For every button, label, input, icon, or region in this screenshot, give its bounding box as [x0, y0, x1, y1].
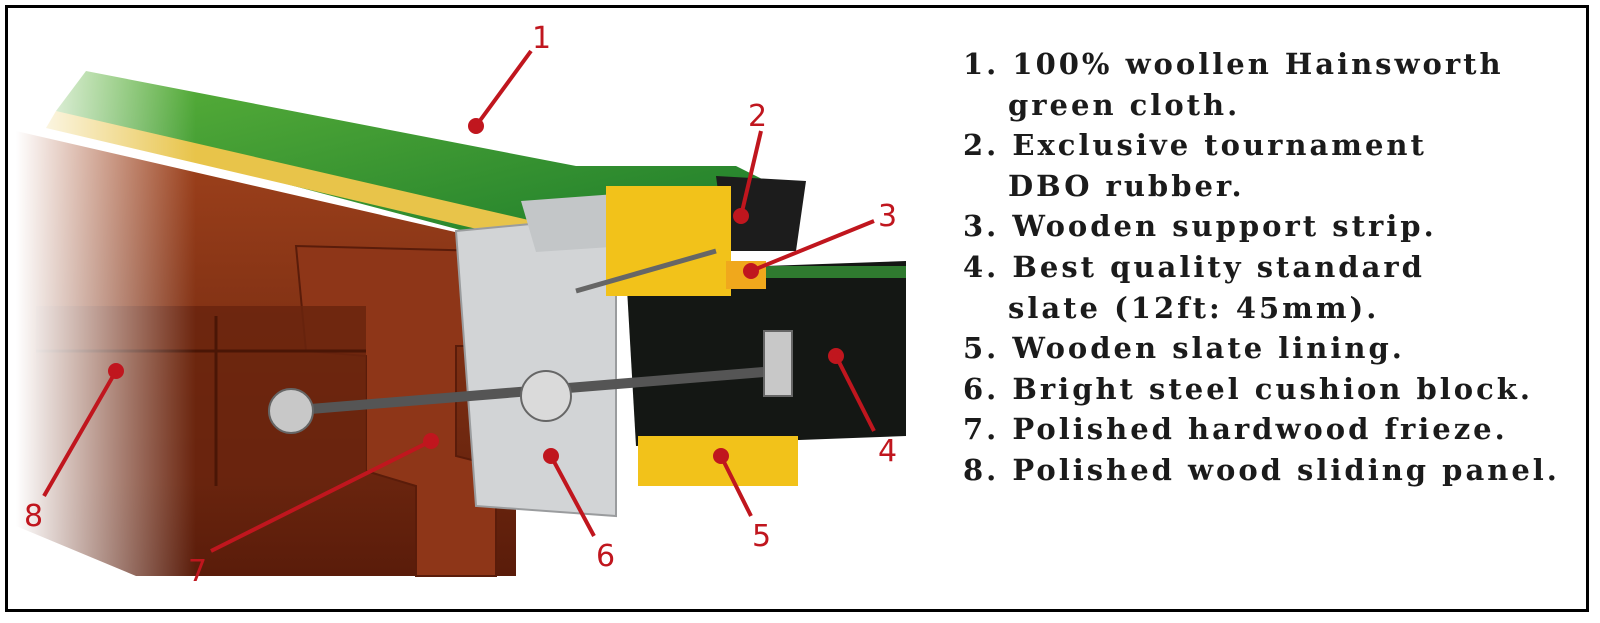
callout-4: 4: [878, 434, 897, 469]
legend-item-number: 7.: [963, 412, 1000, 447]
legend-item-text-continued: green cloth.: [1008, 87, 1241, 122]
bolt-head-middle: [520, 370, 572, 422]
legend-item-4: 4. Best quality standard slate (12ft: 45…: [963, 247, 1560, 328]
legend-item-text-continued: DBO rubber.: [1008, 168, 1245, 203]
callout-2: 2: [748, 99, 767, 134]
legend-item-8: 8. Polished wood sliding panel.: [963, 450, 1560, 491]
legend-list: 1. 100% woollen Hainsworth green cloth. …: [963, 44, 1560, 491]
callout-6: 6: [596, 539, 615, 574]
legend-item-number: 8.: [963, 452, 1000, 487]
legend-item-number: 5.: [963, 331, 1000, 366]
callout-7: 7: [188, 554, 207, 589]
callout-1: 1: [532, 21, 551, 56]
legend-item-3: 3. Wooden support strip.: [963, 206, 1560, 247]
legend-item-text: Best quality standard: [1012, 249, 1425, 284]
legend-item-text: Polished hardwood frieze.: [1012, 412, 1508, 447]
legend-item-5: 5. Wooden slate lining.: [963, 328, 1560, 369]
legend-item-text-continued: slate (12ft: 45mm).: [1008, 290, 1380, 325]
legend-item-number: 6.: [963, 371, 1000, 406]
legend-item-6: 6. Bright steel cushion block.: [963, 369, 1560, 410]
legend-item-text: Bright steel cushion block.: [1012, 371, 1533, 406]
steel-block: [454, 214, 617, 518]
legend-item-2: 2. Exclusive tournament DBO rubber.: [963, 125, 1560, 206]
legend-item-text: Wooden support strip.: [1012, 209, 1437, 244]
callout-5: 5: [752, 519, 771, 554]
legend-item-text: Polished wood sliding panel.: [1012, 452, 1560, 487]
legend-item-1: 1. 100% woollen Hainsworth green cloth.: [963, 44, 1560, 125]
legend-item-text: Wooden slate lining.: [1012, 331, 1405, 366]
legend-item-text: Exclusive tournament: [1012, 128, 1427, 163]
diagram-frame: 1 2 3 4 5 6 7 8 1. 100% woollen Hainswor…: [5, 5, 1589, 612]
legend-item-number: 3.: [963, 209, 1000, 244]
legend-item-7: 7. Polished hardwood frieze.: [963, 409, 1560, 450]
legend-item-number: 2.: [963, 128, 1000, 163]
legend-item-number: 1.: [963, 47, 1000, 81]
callout-3: 3: [878, 199, 897, 234]
bolt-head-left: [268, 388, 314, 434]
legend-item-number: 4.: [963, 249, 1000, 284]
legend-item-text: 100% woollen Hainsworth: [1012, 47, 1504, 81]
cushion-rubber: [716, 176, 806, 251]
cushion-cross-section-illustration: 1 2 3 4 5 6 7 8: [16, 16, 906, 606]
callout-8: 8: [24, 499, 43, 534]
